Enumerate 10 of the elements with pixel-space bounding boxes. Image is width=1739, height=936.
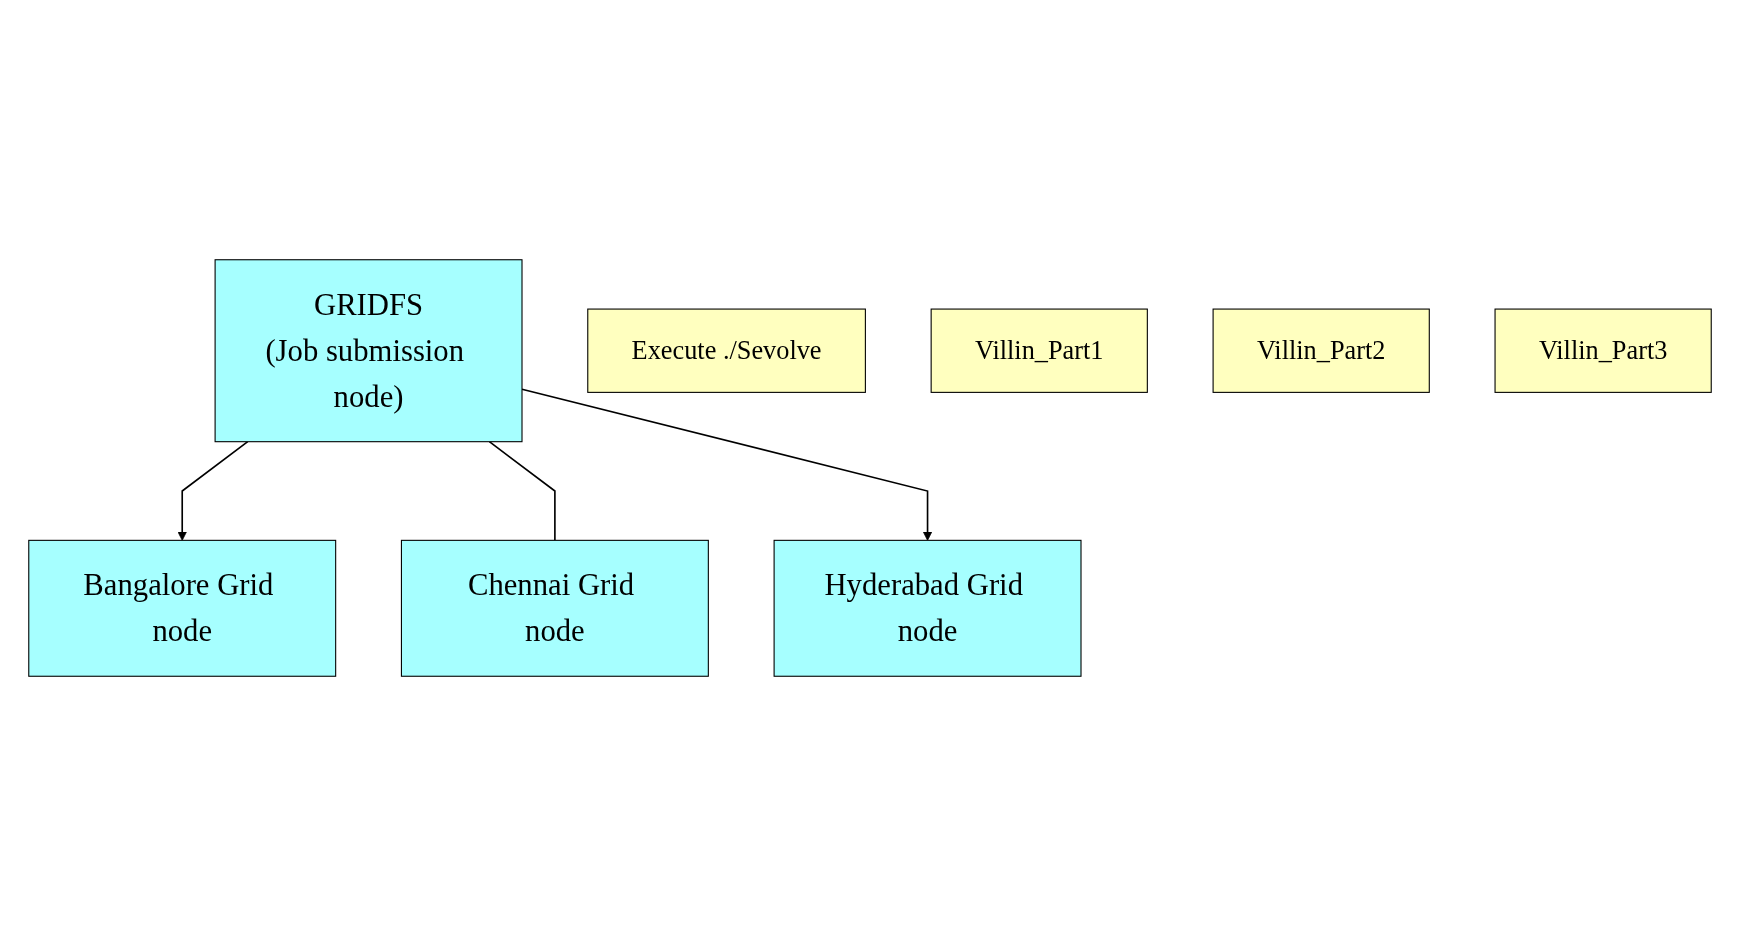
node-box: Villin_Part1 [930,308,1148,393]
node-box: Hyderabad Grid node [773,539,1082,677]
node-box: Villin_Part2 [1212,308,1430,393]
node-box: Execute ./Sevolve [586,308,866,393]
node-box: Villin_Part3 [1494,308,1712,393]
node-box: GRIDFS (Job submission node) [214,259,523,443]
node-box: Bangalore Grid node [27,539,336,677]
arrow [176,440,249,541]
connector [488,440,556,542]
node-box: Chennai Grid node [400,539,709,677]
